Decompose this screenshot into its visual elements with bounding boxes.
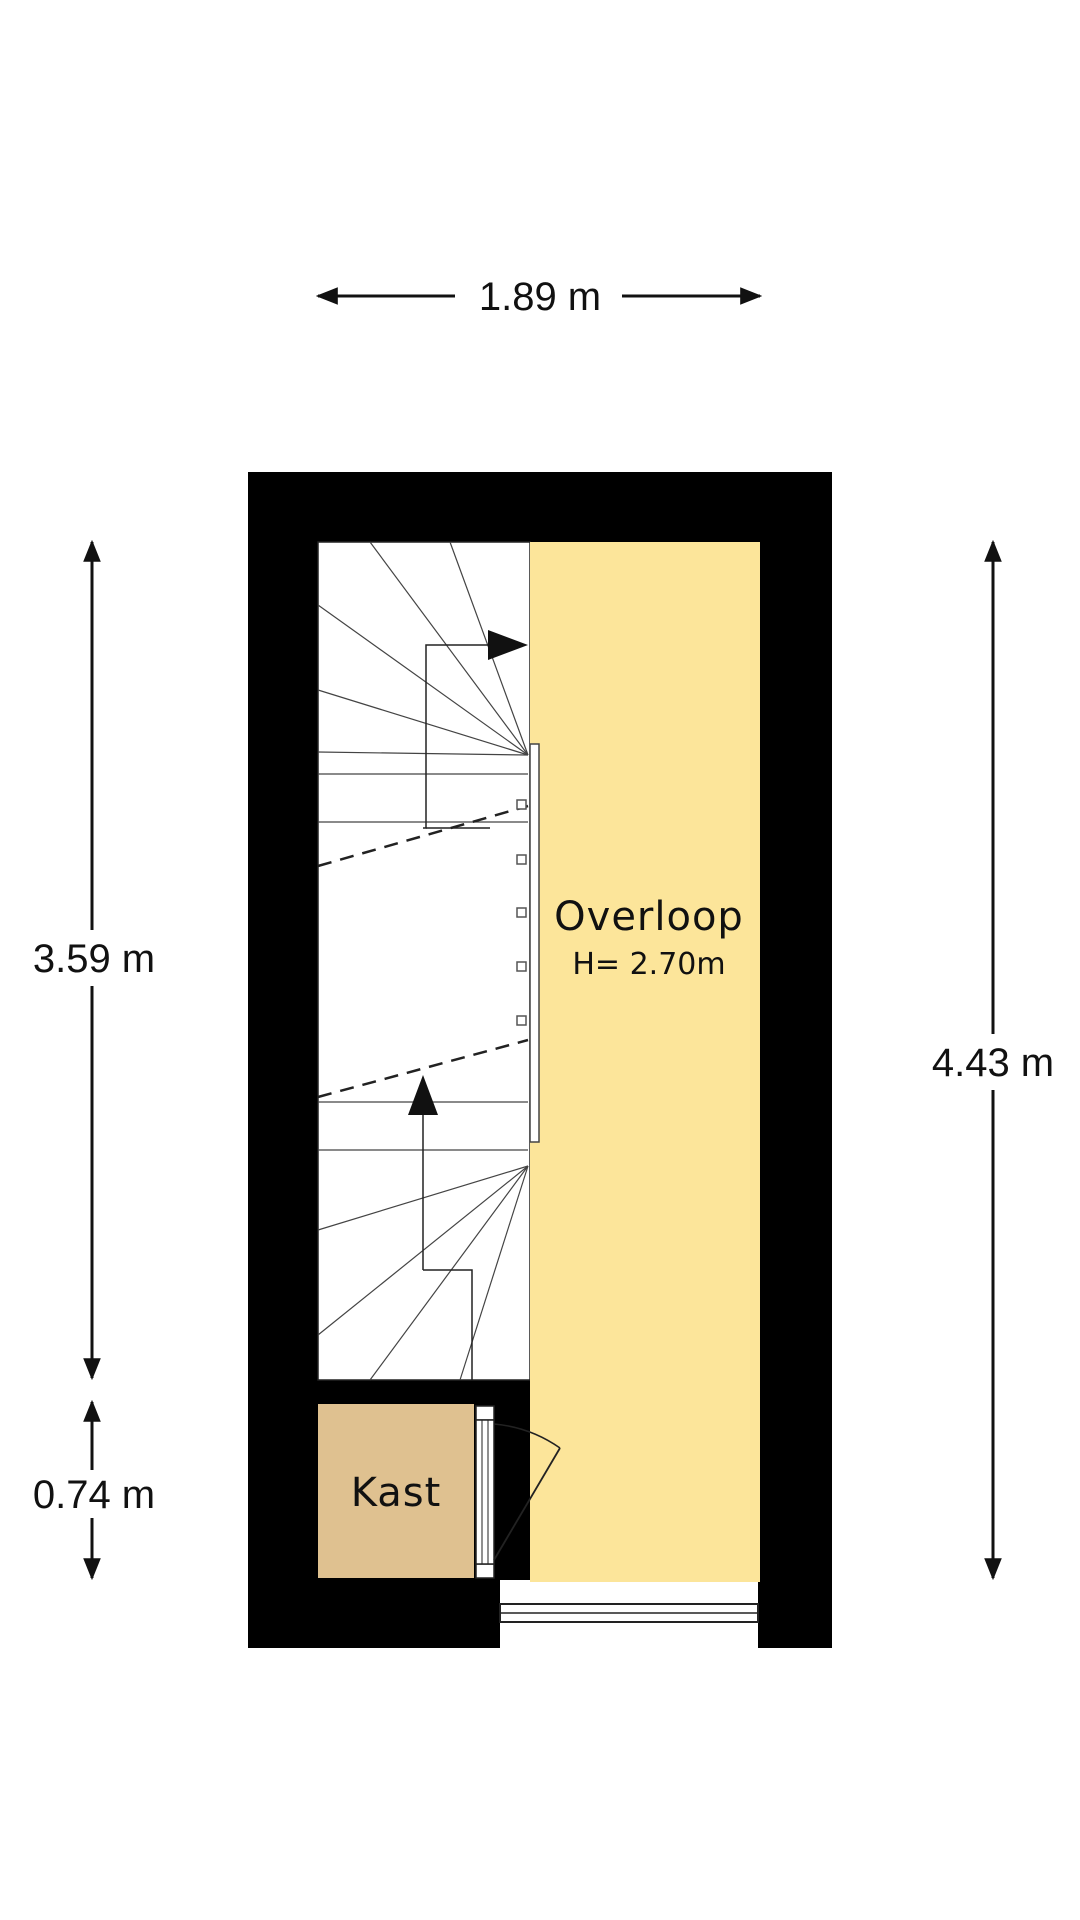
closet-door	[475, 1405, 561, 1579]
stair-up-arrow-icon	[408, 1075, 438, 1115]
dimension-width-top: 1.89 m	[315, 275, 763, 319]
front-window	[499, 1603, 759, 1623]
stair-railing	[516, 743, 540, 1143]
dimension-height-right: 4.43 m	[920, 539, 1070, 1581]
dimension-height-right-label: 4.43 m	[932, 1041, 1054, 1085]
staircase	[317, 541, 531, 1381]
dimension-width-label: 1.89 m	[479, 275, 601, 319]
dimension-height-left-lower: 0.74 m	[33, 1399, 155, 1581]
stair-walkline	[408, 630, 528, 1380]
landing-name: Overloop	[554, 894, 744, 940]
dimension-height-upper-label: 3.59 m	[33, 937, 155, 981]
dimension-height-lower-label: 0.74 m	[33, 1473, 155, 1517]
room-landing: Overloop H= 2.70m	[516, 542, 760, 1582]
landing-height: H= 2.70m	[572, 947, 725, 982]
room-closet: Kast	[318, 1404, 474, 1578]
closet-name: Kast	[351, 1470, 442, 1516]
stair-direction-arrow-icon	[488, 630, 528, 660]
dimension-height-left-upper: 3.59 m	[20, 539, 170, 1381]
